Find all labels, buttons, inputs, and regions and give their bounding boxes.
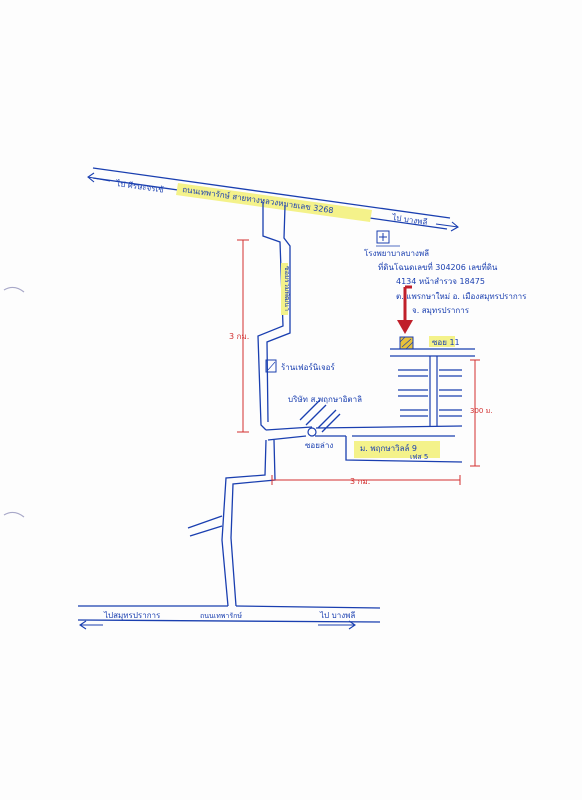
vertical-distance-label: 3 กม. (229, 332, 249, 341)
bottom-road-name: ถนนเทพารักษ์ (200, 612, 242, 620)
hospital-symbol-icon (376, 230, 390, 244)
land-title-line1: ที่ดินโฉนดเลขที่ 304206 เลขที่ดิน (378, 261, 498, 272)
bottom-road-direction-right: ไป บางพลี (319, 611, 355, 620)
school-name: โรงพยาบาลบางพลี (364, 248, 429, 258)
village-phase: เฟส 5 (410, 453, 428, 461)
shop-label: ร้านเฟอร์นิเจอร์ (281, 362, 335, 372)
top-left-direction-arrow (87, 172, 111, 183)
village-sois (390, 348, 475, 426)
binder-hole-bottom (3, 511, 25, 518)
horizontal-distance-label: 3 กม. (350, 477, 370, 486)
junction-marker (307, 427, 317, 437)
bottom-left-direction-arrow (79, 620, 103, 630)
village-name: ม. พฤกษาวิลล์ 9 (360, 443, 417, 453)
binder-hole-top (3, 286, 25, 293)
right-distance-line (470, 359, 480, 467)
vertical-distance-line (237, 239, 249, 433)
bottom-road (77, 605, 381, 623)
top-road-direction-left: ไป ศีรษะจรเข้ (115, 179, 165, 195)
main-soi-label-highlight (281, 263, 288, 315)
main-soi (187, 202, 291, 607)
top-right-direction-arrow (435, 221, 459, 232)
target-soi-label: ซอย 11 (432, 338, 460, 347)
target-soi-highlight (429, 336, 455, 347)
top-road-name: ถนนเทพารักษ์ สายทางหลวงหมายเลข 3268 (182, 184, 334, 215)
company-label: บริษัท ส.พฤกษาอิตาลิ (288, 395, 362, 404)
top-road (92, 167, 451, 230)
land-title-line3: ต. แพรกษาใหม่ อ. เมืองสมุทรปราการ (396, 292, 527, 301)
bottom-road-direction-left: ไปสมุทรปราการ (103, 611, 161, 620)
main-soi-label: ซอยรวมพัฒนา (283, 266, 291, 311)
junction-label: ซอยล่าง (305, 441, 333, 450)
shop-marker-icon (265, 359, 277, 373)
bottom-right-direction-arrow (318, 620, 356, 630)
branch-soi (265, 399, 463, 463)
location-arrow (397, 285, 413, 334)
top-road-name-highlight (176, 183, 372, 222)
land-title-line2: 4134 หน้าสำรวจ 18475 (396, 277, 485, 286)
right-distance-label: 300 ม. (470, 407, 492, 415)
land-title-line4: จ. สมุทรปราการ (412, 306, 470, 315)
top-road-direction-right: ไป บางพลี (391, 213, 428, 227)
village-label-highlight (354, 441, 440, 458)
horizontal-distance-line (271, 475, 461, 485)
